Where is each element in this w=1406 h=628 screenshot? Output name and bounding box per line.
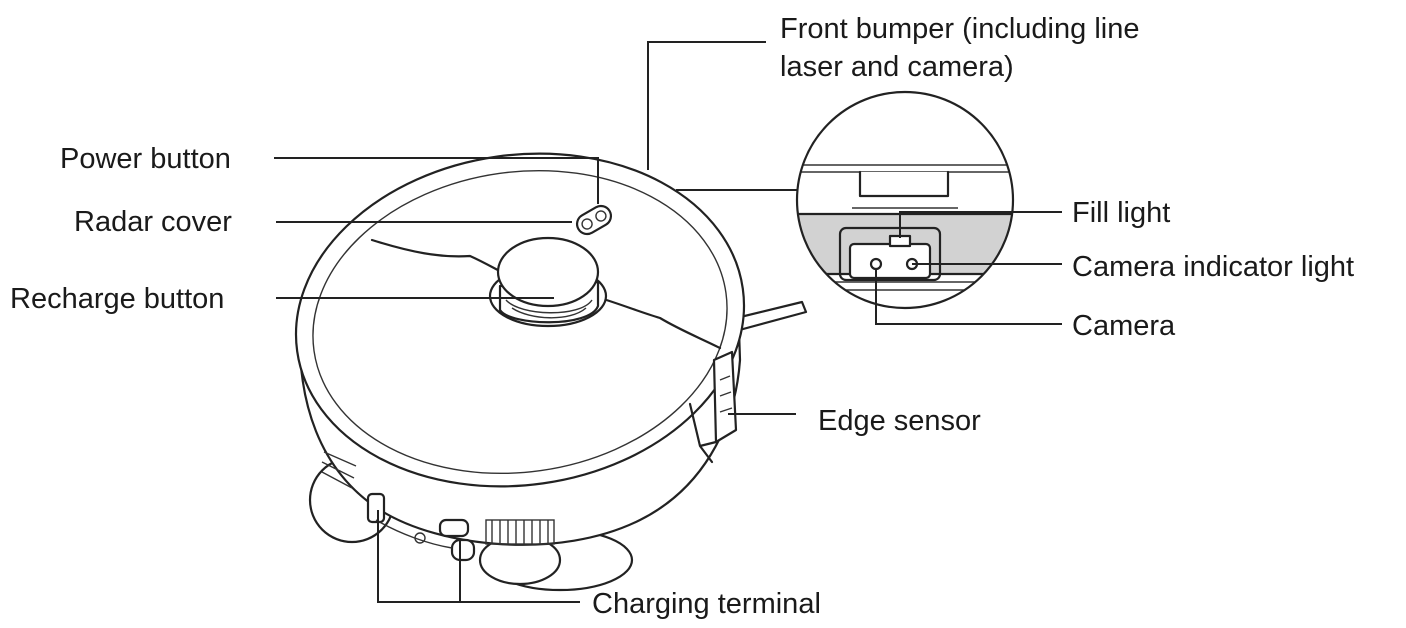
label-edge-sensor: Edge sensor xyxy=(818,405,981,437)
lid-seam-line-right xyxy=(598,296,722,350)
radar-ridges xyxy=(505,299,593,319)
rear-vent-grille xyxy=(485,519,555,545)
edge-sensor-slots xyxy=(719,375,733,413)
leader-fill-light xyxy=(899,211,1062,238)
bumper-step xyxy=(688,402,718,464)
leader-power-button xyxy=(274,157,599,204)
label-front-bumper-line1: Front bumper (including line xyxy=(780,13,1139,45)
label-camera-indicator-light: Camera indicator light xyxy=(1072,251,1354,283)
top-shell-inner xyxy=(312,169,728,475)
charging-terminal-port xyxy=(450,538,476,562)
leader-charging-terminal xyxy=(377,510,580,603)
radar-dome xyxy=(496,236,600,308)
camera-module-frame xyxy=(838,226,942,282)
label-charging-terminal: Charging terminal xyxy=(592,588,821,620)
charging-terminal-left xyxy=(366,492,386,524)
top-buttons-pill xyxy=(575,204,613,236)
camera-lens xyxy=(869,257,883,271)
leader-front-bumper xyxy=(647,41,766,170)
rear-bump-line xyxy=(375,519,453,549)
charging-terminal-right xyxy=(438,518,470,538)
label-radar-cover: Radar cover xyxy=(74,206,232,238)
leader-lines xyxy=(274,41,1062,603)
label-front-bumper-line2: laser and camera) xyxy=(780,51,1014,83)
inset-circle-outline xyxy=(795,90,1015,310)
labels: Front bumper (including line laser and c… xyxy=(10,13,1354,620)
camera-inset xyxy=(795,90,1015,310)
edge-sensor-window xyxy=(712,350,738,444)
label-power-button: Power button xyxy=(60,143,231,175)
label-recharge-button: Recharge button xyxy=(10,283,224,315)
label-fill-light: Fill light xyxy=(1072,197,1170,229)
robot-vacuum-illustration xyxy=(294,152,808,592)
leader-camera xyxy=(875,268,1062,325)
camera-module-inner xyxy=(848,242,932,280)
left-vent-grille xyxy=(321,451,357,489)
label-camera: Camera xyxy=(1072,310,1176,342)
